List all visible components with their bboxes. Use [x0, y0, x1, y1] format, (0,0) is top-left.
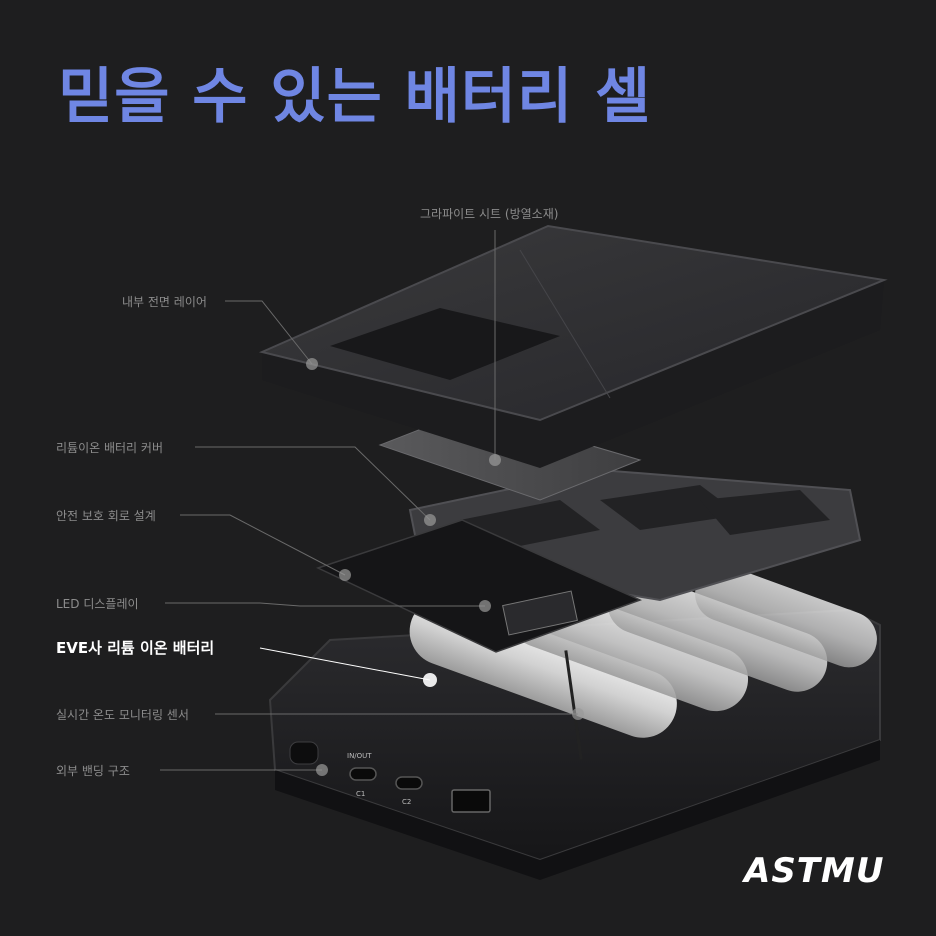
battery-cell-3 — [607, 573, 828, 692]
circuit-board — [315, 519, 642, 760]
callout-graphite-sheet: 그라파이트 시트 (방열소재) — [420, 207, 559, 221]
callout-battery-cover: 리튬이온 배터리 커버 — [56, 441, 163, 455]
callout-temperature-sensor: 실시간 온도 모니터링 센서 — [56, 708, 189, 722]
headline: 믿을 수 있는 배터리 셀 — [58, 62, 652, 132]
usb-c-port-1 — [349, 767, 377, 781]
brand-logo: ASTMU — [744, 851, 885, 891]
port-label-c2: C2 — [402, 798, 411, 806]
usb-a-port — [451, 789, 491, 813]
port-label-inout: IN/OUT — [347, 752, 372, 760]
power-button — [289, 741, 319, 765]
callout-eve-battery: EVE사 리튬 이온 배터리 — [56, 639, 215, 657]
top-lid — [258, 224, 888, 468]
callout-inner-layer: 내부 전면 레이어 — [122, 295, 207, 309]
usb-c-port-2 — [395, 776, 423, 790]
callout-outer-bending: 외부 밴딩 구조 — [56, 764, 130, 778]
port-label-c1: C1 — [356, 790, 365, 798]
callout-led-display: LED 디스플레이 — [56, 597, 139, 611]
sensor-wire — [564, 650, 583, 760]
callout-markers — [306, 358, 584, 776]
callout-safety-circuit: 안전 보호 회로 설계 — [56, 509, 156, 523]
battery-cell-4 — [695, 565, 877, 668]
leader-lines — [160, 230, 578, 771]
led-display-module — [502, 590, 578, 636]
